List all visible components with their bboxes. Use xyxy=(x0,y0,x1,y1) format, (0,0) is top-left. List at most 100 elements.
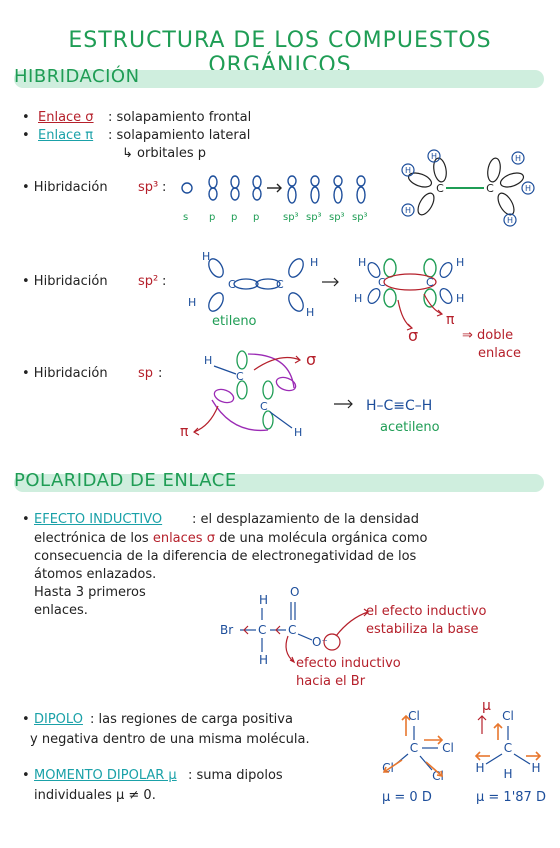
atom-cl: Cl xyxy=(442,741,454,755)
enlace-sigma-text: : solapamiento frontal xyxy=(108,110,252,125)
sp3-colon: : xyxy=(162,180,167,195)
sp-sigma-symbol: σ xyxy=(306,350,317,369)
dipolo-label: DIPOLO xyxy=(34,712,83,727)
arrow-icon xyxy=(334,399,353,409)
acetylene-sp-diagram: H H C C xyxy=(193,350,302,439)
atom-h: H xyxy=(456,256,464,269)
annotation-arrows xyxy=(285,608,369,664)
pi-symbol: π xyxy=(446,312,455,328)
atom-h: H xyxy=(202,250,210,263)
efecto-paragraph: electrónica de los enlaces σ de una molé… xyxy=(34,531,428,618)
momento-label: MOMENTO DIPOLAR μ xyxy=(34,768,177,783)
atom-h: H xyxy=(531,761,540,775)
enlace-sigma-label: Enlace σ xyxy=(38,110,94,125)
sp-pi-symbol: π xyxy=(180,424,189,440)
sp3-after-label: sp³ xyxy=(306,212,322,223)
mu-ccl4: μ = 0 D xyxy=(382,790,432,805)
atom-c: C xyxy=(228,278,236,291)
atom-br: Br xyxy=(220,623,233,637)
sp3-orbitals-diagram: s p p p sp³ sp³ sp³ sp³ xyxy=(181,175,368,223)
sp3-before-label: p xyxy=(209,212,215,223)
atom-h: H xyxy=(525,184,531,193)
atom-h: H xyxy=(503,767,512,781)
atom-h: H xyxy=(507,216,513,225)
atom-h: H xyxy=(475,761,484,775)
efecto-line1: : el desplazamiento de la densidad xyxy=(192,512,420,527)
bullet: • xyxy=(22,768,30,783)
atom-o: O xyxy=(290,585,299,599)
dipolo-line1: : las regiones de carga positiva xyxy=(90,712,293,727)
annot-efecto-1: el efecto inductivo xyxy=(366,604,487,619)
atom-h: H xyxy=(188,296,196,309)
ethane-sp3-diagram: H H H H H H C C xyxy=(401,149,535,227)
acetileno-label: acetileno xyxy=(380,420,440,435)
sigma-symbol: σ xyxy=(408,326,419,345)
atom-cl: Cl xyxy=(408,709,420,723)
section-title-polaridad: POLARIDAD DE ENLACE xyxy=(14,470,237,491)
annot-efecto-4: hacia el Br xyxy=(296,674,366,689)
atom-h: H xyxy=(358,256,366,269)
ethylene-sp2-diagram: H H H H C C H H H H C C xyxy=(188,250,464,331)
sp3-before-label: p xyxy=(253,212,259,223)
atom-cl: Cl xyxy=(382,761,394,775)
etileno-label: etileno xyxy=(212,314,257,329)
atom-c: C xyxy=(260,400,268,413)
atom-h: H xyxy=(259,653,268,667)
atom-c: C xyxy=(288,623,296,637)
atom-o-minus: O⁻ xyxy=(312,635,328,649)
sp2-type: sp² xyxy=(138,274,159,289)
atom-h: H xyxy=(405,206,411,215)
atom-c: C xyxy=(258,623,266,637)
atom-h: H xyxy=(456,292,464,305)
sp-label: • Hibridación xyxy=(22,366,108,381)
sp3-label: • Hibridación xyxy=(22,180,108,195)
ch3cl-diagram: Cl C H H H μ xyxy=(474,698,542,781)
dipolo-line2: y negativa dentro de una misma molécula. xyxy=(30,732,310,747)
sp-colon: : xyxy=(158,366,163,381)
efecto-inductivo-label: EFECTO INDUCTIVO xyxy=(34,512,163,527)
bromoacetate-diagram: Br C C H H O O⁻ xyxy=(220,585,341,667)
acetylene-formula: H–C≡C–H xyxy=(366,398,433,414)
annot-efecto-3: efecto inductivo xyxy=(296,656,401,671)
atom-c: C xyxy=(436,182,444,195)
mu-ch3cl: μ = 1'87 D xyxy=(476,790,546,805)
bullet: • xyxy=(22,128,30,143)
atom-c: C xyxy=(486,182,494,195)
doble-enlace-label-2: enlace xyxy=(478,346,521,361)
sp3-after-label: sp³ xyxy=(352,212,368,223)
section-title-hibridacion: HIBRIDACIÓN xyxy=(14,66,140,87)
page-title: ESTRUCTURA DE LOS COMPUESTOS ORGÁNICOS xyxy=(68,28,492,78)
section-bar-polaridad xyxy=(14,474,544,492)
sp3-before-label: p xyxy=(231,212,237,223)
sp2-colon: : xyxy=(162,274,167,289)
atom-c: C xyxy=(236,370,244,383)
atom-h: H xyxy=(306,306,314,319)
sp3-after-label: sp³ xyxy=(329,212,345,223)
atom-c: C xyxy=(410,741,418,755)
bullet: • xyxy=(22,512,30,527)
atom-h: H xyxy=(354,292,362,305)
momento-line2: individuales μ ≠ 0. xyxy=(34,788,156,803)
atom-h: H xyxy=(515,154,521,163)
doble-enlace-label: ⇒ doble xyxy=(462,328,514,343)
enlace-pi-text: : solapamiento lateral xyxy=(108,128,251,143)
atom-h: H xyxy=(294,426,302,439)
bullet: • xyxy=(22,712,30,727)
atom-h: H xyxy=(310,256,318,269)
sp3-before-label: s xyxy=(183,212,188,223)
enlace-pi-label: Enlace π xyxy=(38,128,94,143)
sp3-type: sp³ xyxy=(138,180,159,195)
atom-c: C xyxy=(504,741,512,755)
atom-h: H xyxy=(259,593,268,607)
mu-symbol: μ xyxy=(482,698,491,714)
sp3-after-label: sp³ xyxy=(283,212,299,223)
annot-efecto-2: estabiliza la base xyxy=(366,622,479,637)
sp2-label: • Hibridación xyxy=(22,274,108,289)
atom-c: C xyxy=(426,276,434,289)
atom-h: H xyxy=(204,354,212,367)
momento-line1: : suma dipolos xyxy=(188,768,283,783)
section-bar-hibridacion xyxy=(14,70,544,88)
atom-c: C xyxy=(378,276,386,289)
enlace-pi-sub: ↳ orbitales p xyxy=(122,146,207,161)
bullet: • xyxy=(22,110,30,125)
